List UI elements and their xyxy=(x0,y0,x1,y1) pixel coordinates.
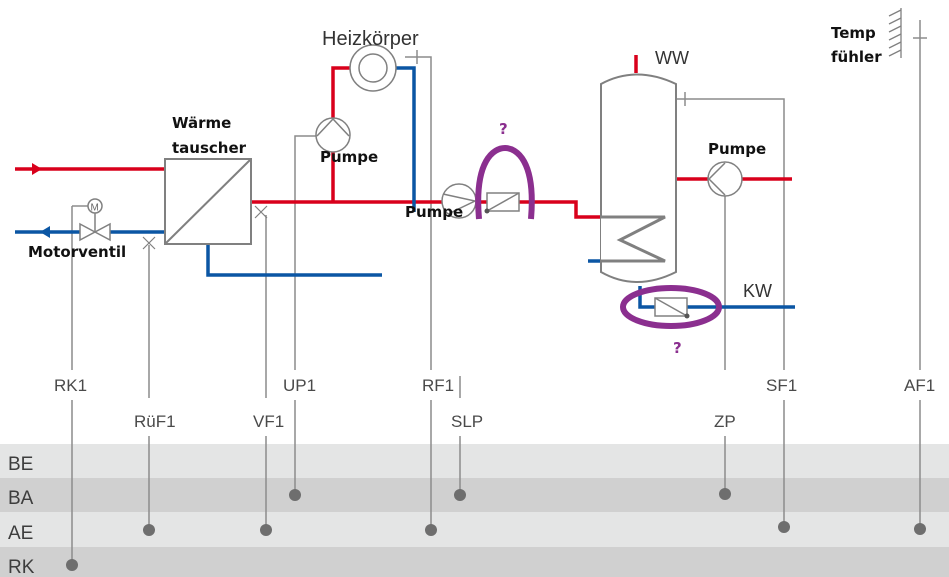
heat-exchanger xyxy=(164,158,252,245)
band-label-rk: RK xyxy=(8,557,35,577)
signal-label-rk1: RK1 xyxy=(54,376,87,395)
label-heizkoerper: Heizkörper xyxy=(322,28,419,50)
sensor-cross-vf1 xyxy=(254,205,268,219)
label-waermetauscher-line1: Wärme xyxy=(172,114,231,132)
pump-heating-icon xyxy=(315,117,351,153)
signal-dot-up1 xyxy=(289,489,301,501)
band-label-ba: BA xyxy=(8,488,34,509)
arrow-return-out xyxy=(40,226,50,238)
label-pump-storage: Pumpe xyxy=(405,203,463,221)
label-motorventil: Motorventil xyxy=(28,243,126,261)
question-mark-bottom: ? xyxy=(673,339,682,357)
label-waermetauscher-line2: tauscher xyxy=(172,139,247,157)
signal-label-rf1: RF1 xyxy=(422,376,454,395)
band-ae xyxy=(0,512,949,547)
band-label-ae: AE xyxy=(8,523,33,544)
motor-valve xyxy=(79,198,111,242)
signal-label-sf1: SF1 xyxy=(766,376,797,395)
label-tempfuehler-line1: Temp xyxy=(831,24,876,42)
signal-dot-zp xyxy=(719,488,731,500)
radiator xyxy=(349,44,397,92)
sensor-cross-ruef1 xyxy=(142,236,156,250)
signal-line-sf1 xyxy=(663,98,785,527)
label-kw: KW xyxy=(743,281,772,301)
signal-lines xyxy=(71,20,927,565)
signal-dot-slp xyxy=(454,489,466,501)
signal-line-up1 xyxy=(294,135,317,495)
check-valve-top-dot xyxy=(484,208,490,214)
band-be xyxy=(0,444,949,478)
arrow-supply-in xyxy=(32,163,42,175)
highlight-ellipse-bottom xyxy=(620,285,722,329)
signal-dot-ruef1 xyxy=(143,524,155,536)
label-pump-heating: Pumpe xyxy=(320,148,378,166)
pipe-storage-charge xyxy=(475,200,600,219)
signal-bands: BE BA AE RK xyxy=(0,444,949,577)
signal-dot-af1 xyxy=(914,523,926,535)
signal-label-slp: SLP xyxy=(451,412,483,431)
signal-dot-sf1 xyxy=(778,521,790,533)
pipe-heating-riser xyxy=(331,66,350,202)
pipe-secondary-return xyxy=(206,243,382,277)
pipe-heating-return xyxy=(396,66,416,212)
check-valve-bottom-dot xyxy=(684,313,690,319)
signal-label-af1: AF1 xyxy=(904,376,935,395)
label-ww: WW xyxy=(655,48,689,68)
signal-labels: RK1 RüF1 VF1 UP1 RF1 SLP ZP SF1 AF1 xyxy=(54,376,935,431)
band-label-be: BE xyxy=(8,454,33,475)
heat-exchanger-diagonal xyxy=(164,158,252,245)
signal-dot-rf1 xyxy=(425,524,437,536)
signal-dots xyxy=(66,488,926,571)
band-rk xyxy=(0,547,949,577)
signal-label-up1: UP1 xyxy=(283,376,316,395)
motor-symbol: M xyxy=(91,203,99,214)
signal-label-vf1: VF1 xyxy=(253,412,284,431)
check-valve-bottom-icon xyxy=(654,297,688,317)
storage-tank xyxy=(600,73,677,283)
label-pump-circulation: Pumpe xyxy=(708,140,766,158)
return-pipes xyxy=(15,66,795,309)
signal-dot-rk1 xyxy=(66,559,78,571)
radiator-inner xyxy=(358,53,388,83)
check-valve-top-icon xyxy=(486,192,520,212)
tank-coil xyxy=(601,215,666,263)
signal-label-zp: ZP xyxy=(714,412,736,431)
outdoor-sensor-icon xyxy=(888,8,902,58)
signal-label-ruef1: RüF1 xyxy=(134,412,176,431)
band-ba xyxy=(0,478,949,512)
signal-line-rf1 xyxy=(405,56,432,530)
pump-circulation-icon xyxy=(707,161,743,197)
highlight-arc-top xyxy=(475,144,535,220)
signal-dot-vf1 xyxy=(260,524,272,536)
label-tempfuehler-line2: fühler xyxy=(831,48,882,66)
motor-icon xyxy=(87,198,103,214)
question-mark-top: ? xyxy=(499,120,508,138)
